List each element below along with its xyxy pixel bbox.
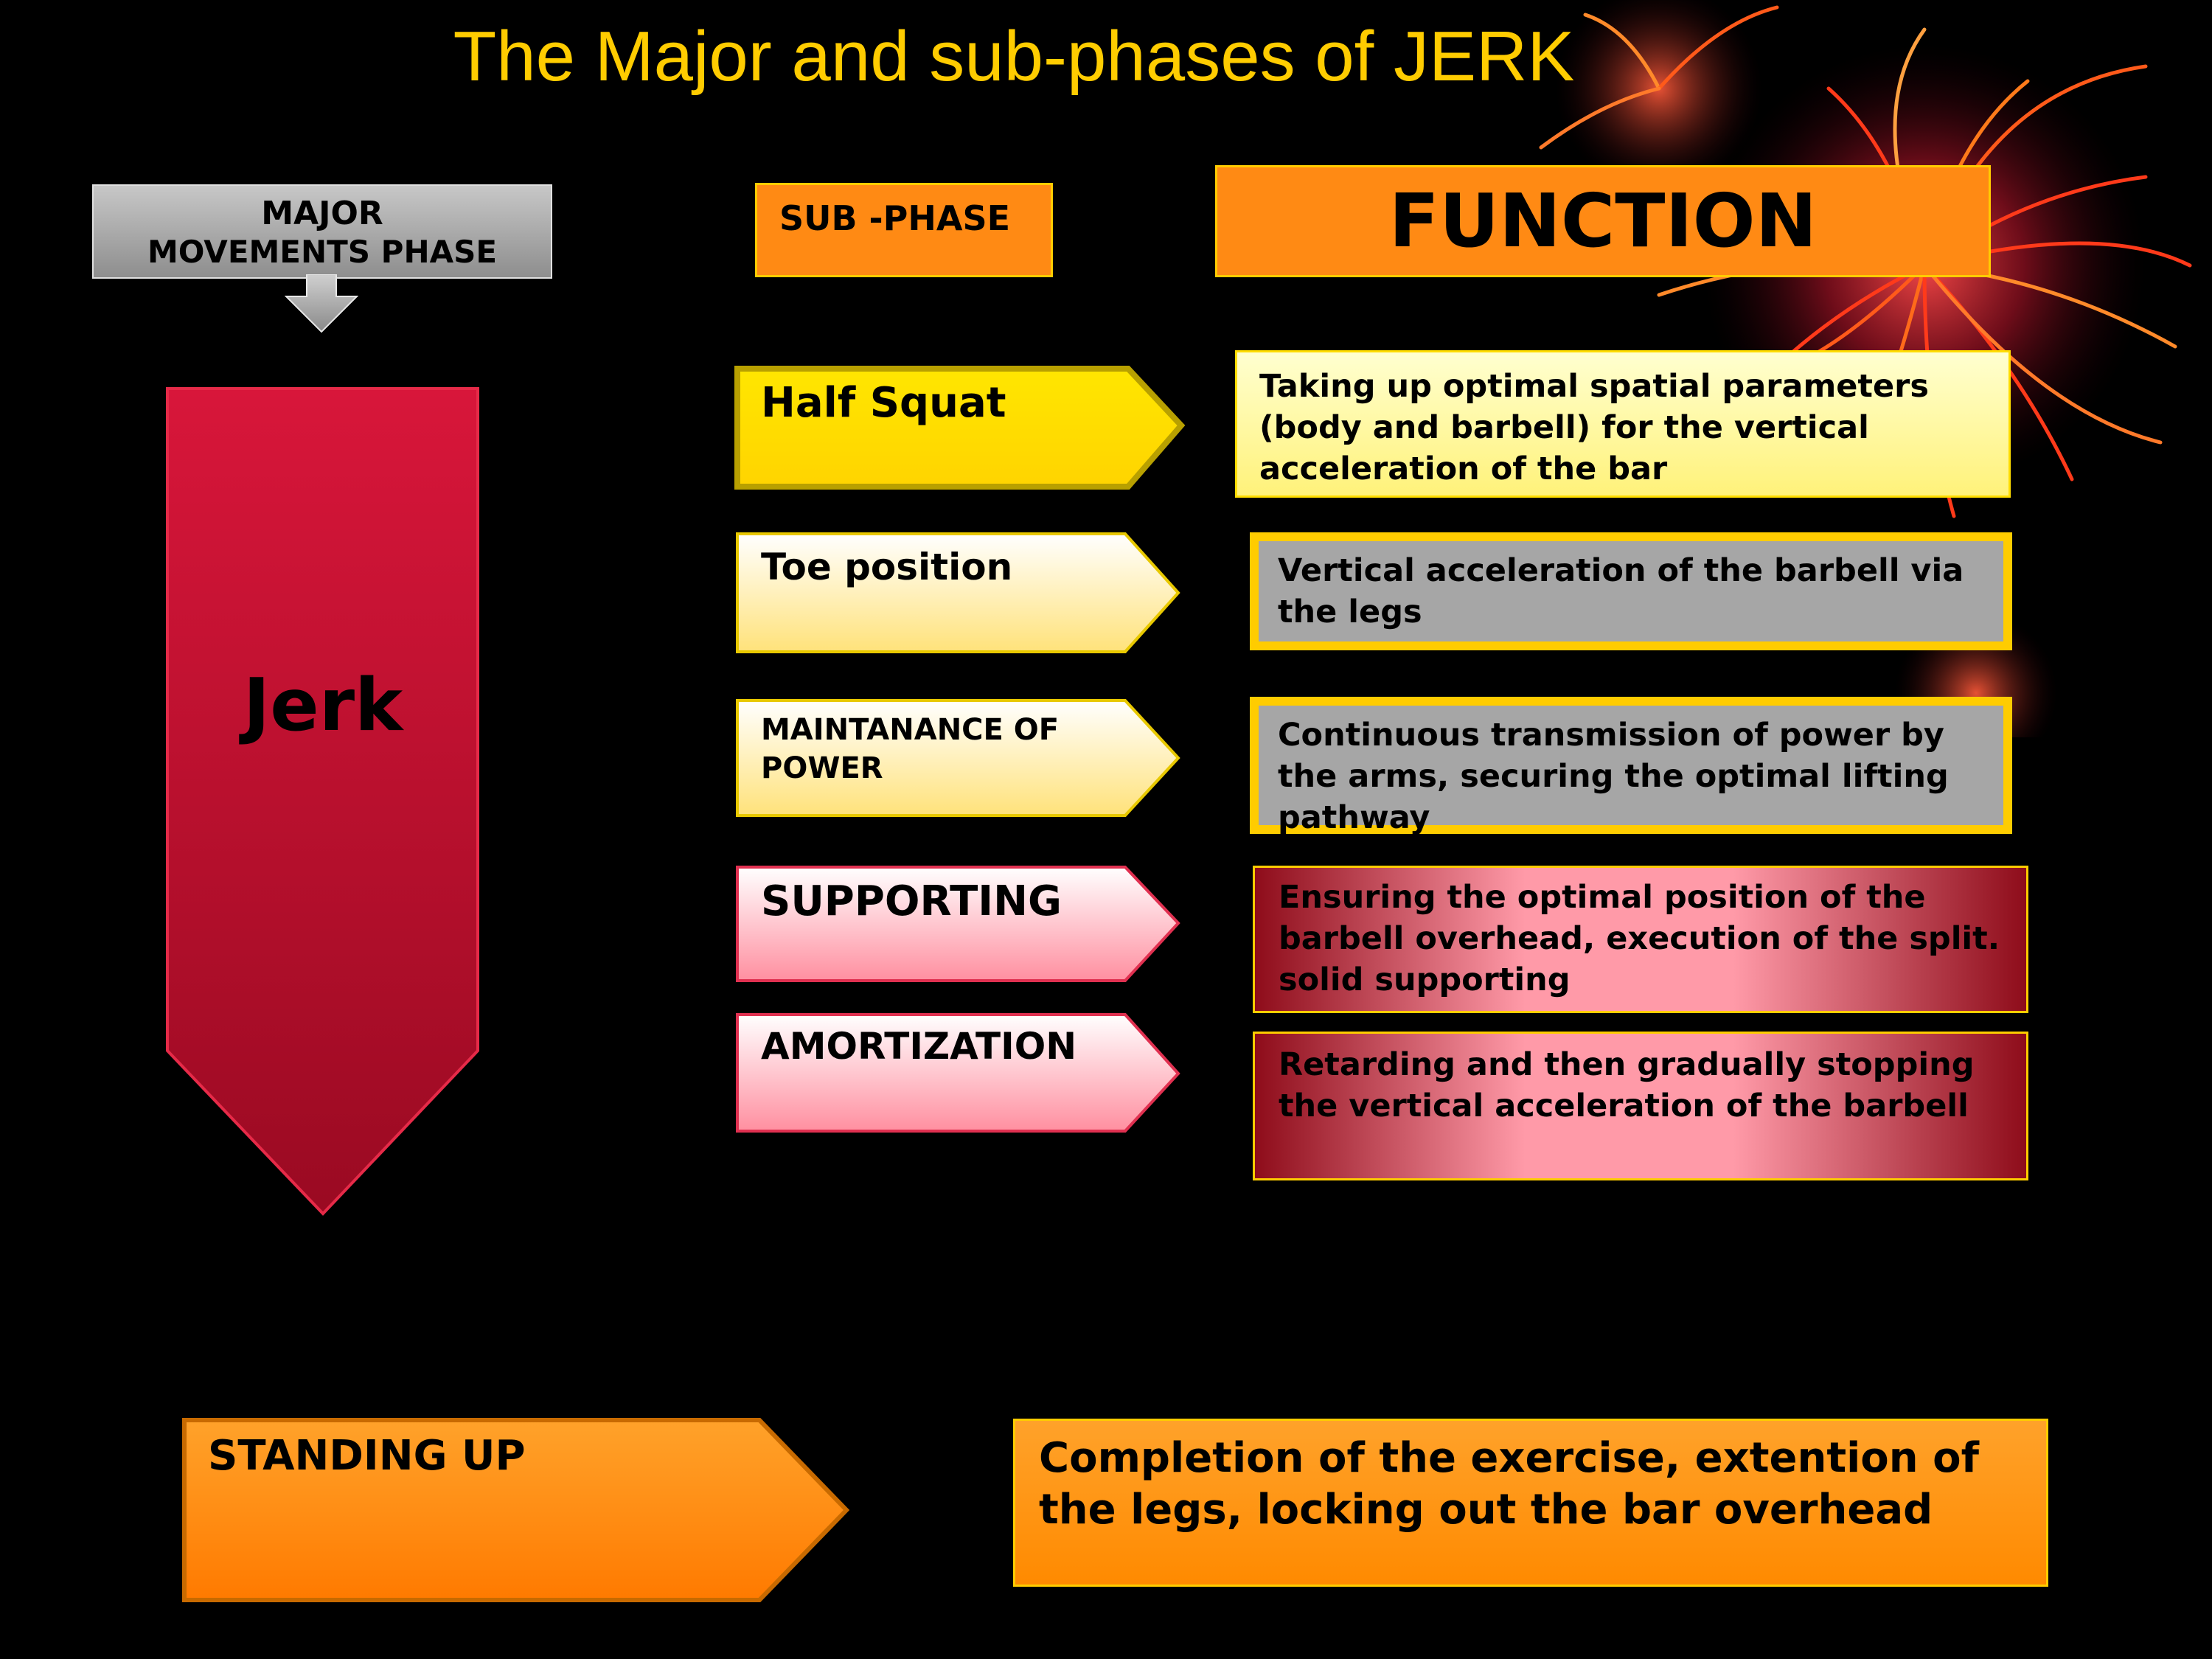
major-phase-label: Jerk [243, 664, 403, 748]
standing-up-arrow [182, 1418, 850, 1602]
function-amortization: Retarding and then gradually stopping th… [1253, 1032, 2028, 1180]
function-maintenance: Continuous transmission of power by the … [1250, 697, 2012, 836]
sub-phase-header: SUB -PHASE [755, 183, 1053, 277]
final-phase-label: STANDING UP [208, 1432, 526, 1480]
sub-phase-maintenance: MAINTANANCE OF POWER [761, 713, 1060, 785]
major-phase-header: MAJOR MOVEMENTS PHASE [92, 184, 552, 279]
slide-title: The Major and sub-phases of JERK [453, 17, 1575, 96]
function-supporting: Ensuring the optimal position of the bar… [1253, 866, 2028, 1013]
sub-phase-toe-position: Toe position [761, 546, 1013, 588]
major-header-line2: MOVEMENTS PHASE [147, 234, 498, 270]
sub-phase-half-squat: Half Squat [761, 379, 1006, 427]
sub-phase-supporting: SUPPORTING [761, 877, 1062, 925]
function-standing-up: Completion of the exercise, extention of… [1013, 1419, 2048, 1587]
sub-phase-arrows [734, 366, 1186, 1133]
major-header-line1: MAJOR [261, 195, 383, 232]
arrow-maintenance [736, 699, 1180, 817]
function-header: FUNCTION [1215, 165, 1991, 277]
arrow-toe-position [736, 532, 1180, 653]
arrow-amortization [736, 1013, 1180, 1133]
function-toe-position: Vertical acceleration of the barbell via… [1250, 532, 2012, 650]
major-phase-arrow [166, 387, 479, 1216]
sub-phase-amortization: AMORTIZATION [761, 1025, 1077, 1068]
arrow-supporting [736, 866, 1180, 982]
function-half-squat: Taking up optimal spatial parameters (bo… [1235, 350, 2011, 498]
down-arrow-icon [285, 274, 358, 333]
arrow-half-squat [734, 366, 1186, 490]
